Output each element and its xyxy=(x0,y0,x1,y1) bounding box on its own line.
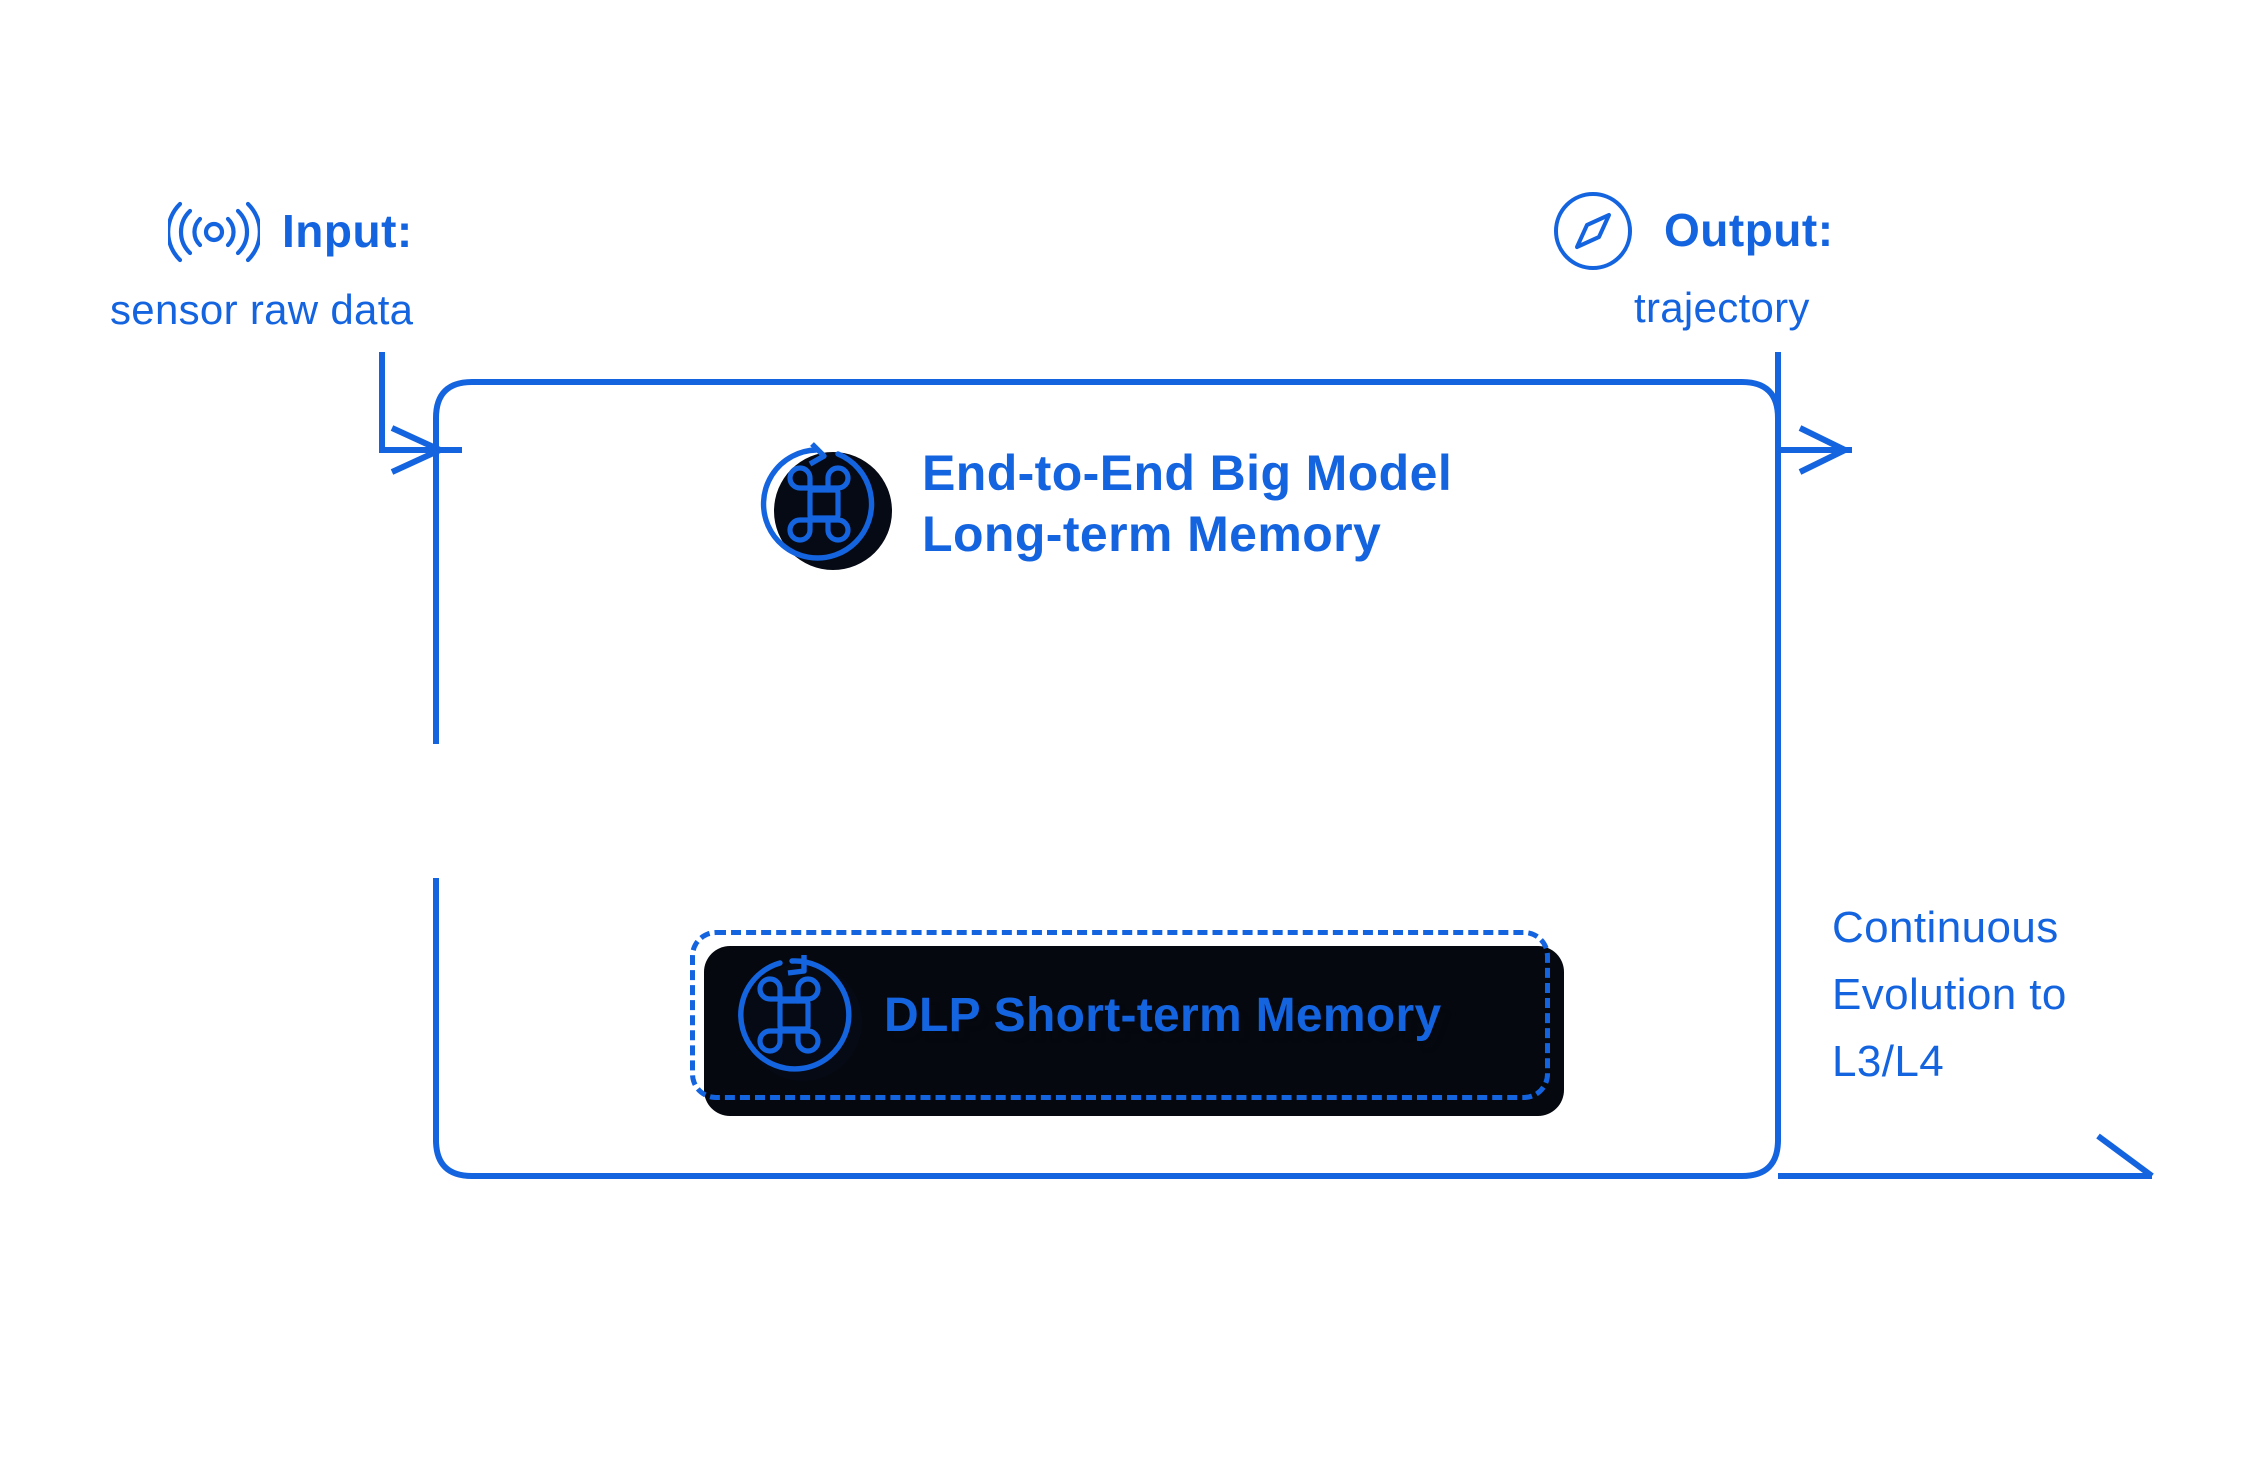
evolution-line-2: Evolution to xyxy=(1832,969,2067,1019)
dlp-box-dashed-border xyxy=(690,930,1550,1100)
command-refresh-icon xyxy=(730,951,862,1081)
evolution-line-1: Continuous xyxy=(1832,903,2059,952)
output-detail: trajectory xyxy=(1634,284,1810,331)
input-label-group: Input: sensor raw data xyxy=(110,186,413,335)
input-arrow xyxy=(379,352,462,475)
dlp-node-label: DLP Short-term Memory xyxy=(884,988,1442,1042)
evolution-line-3: L3/L4 xyxy=(1832,1036,1945,1086)
signal-waves-icon xyxy=(168,186,260,278)
main-node-label: End-to-End Big Model Long-term Memory xyxy=(922,443,1452,565)
command-refresh-glyph xyxy=(738,955,852,1072)
input-heading: Input: xyxy=(282,205,413,258)
main-node-line-2: Long-term Memory xyxy=(922,506,1382,562)
output-label-group: Output: trajectory xyxy=(1548,186,1834,333)
dlp-short-term-memory-box[interactable]: DLP Short-term Memory xyxy=(690,930,1564,1116)
output-heading: Output: xyxy=(1664,204,1834,257)
command-refresh-glyph xyxy=(760,442,875,561)
evolution-label: Continuous Evolution to L3/L4 xyxy=(1832,895,2067,1096)
input-detail: sensor raw data xyxy=(110,286,414,333)
dlp-box-content: DLP Short-term Memory xyxy=(690,930,1550,1100)
main-node: End-to-End Big Model Long-term Memory xyxy=(760,440,1452,570)
main-node-line-1: End-to-End Big Model xyxy=(922,445,1453,501)
feedback-arrow xyxy=(1778,1133,2154,1179)
command-refresh-icon xyxy=(760,440,892,570)
compass-icon xyxy=(1548,186,1638,276)
output-arrow xyxy=(1775,352,1852,475)
